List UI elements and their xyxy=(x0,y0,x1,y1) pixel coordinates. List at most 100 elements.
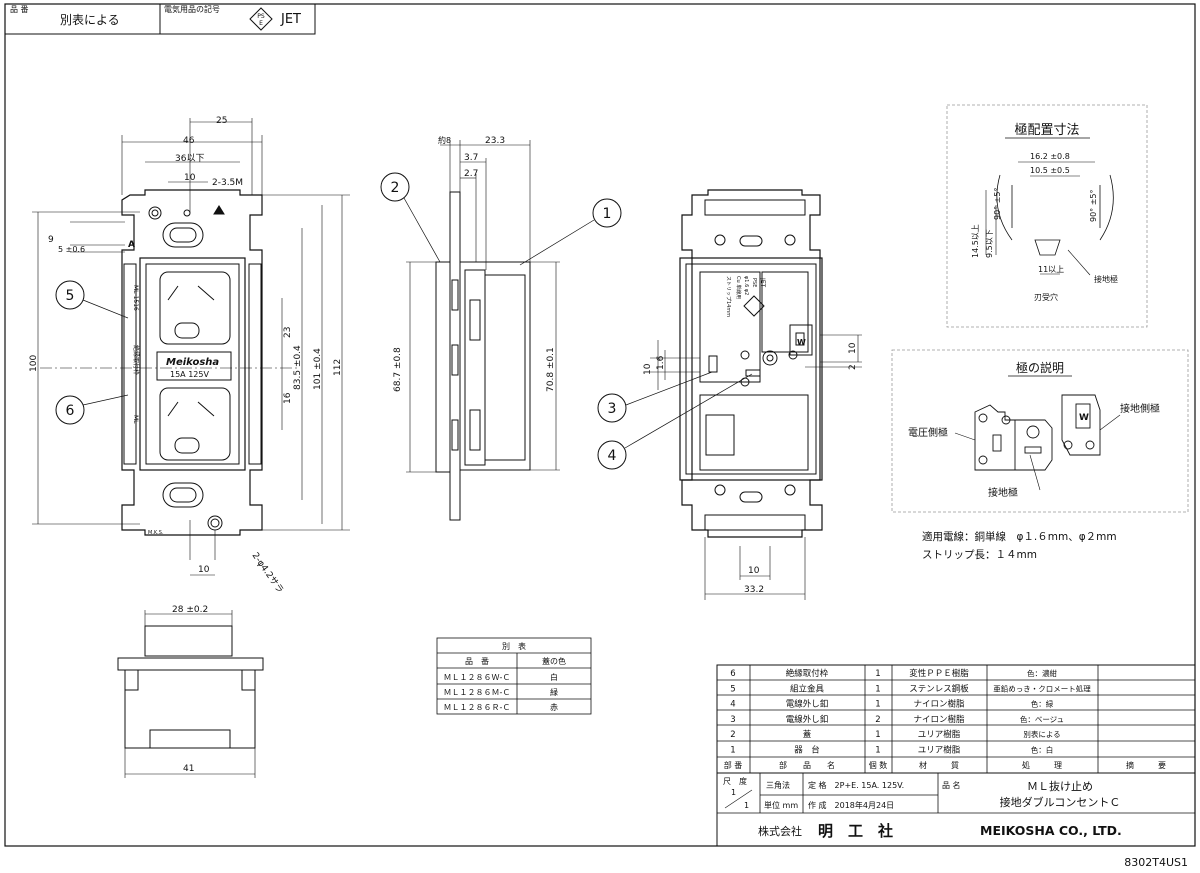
svg-text:2: 2 xyxy=(391,180,400,196)
callout-6: 6 xyxy=(55,394,129,425)
drawing-number: 8302T4US1 xyxy=(1124,856,1188,869)
parts-row-2-no: 5 xyxy=(730,684,735,694)
parts-row-1-name: 絶縁取付枠 xyxy=(786,668,829,679)
scale-label: 尺 度 xyxy=(723,776,747,786)
parts-row-3-name: 電線外し釦 xyxy=(786,699,829,710)
variant-title: 別 表 xyxy=(502,641,526,651)
bottom-mark: M.K.S. xyxy=(148,530,164,536)
dim-23-3: 23.3 xyxy=(485,136,505,146)
dim-10-top: 10 xyxy=(184,173,196,183)
parts-row-5-no: 2 xyxy=(730,730,735,740)
side-text-1: ML-1516 xyxy=(132,285,139,311)
sheet-border xyxy=(4,3,1196,847)
brand-logo: Meikosha xyxy=(166,357,219,368)
pole-desc-title: 極の説明 xyxy=(1016,360,1064,375)
pole-angle-1: 90° ±5° xyxy=(993,187,1002,220)
dim-10-right: 10 xyxy=(848,342,858,354)
dim-112: 112 xyxy=(333,359,343,376)
svg-text:6: 6 xyxy=(66,403,75,419)
parts-row-6-name: 器 台 xyxy=(794,745,820,756)
parts-row-3-material: ナイロン樹脂 xyxy=(913,699,965,710)
parts-row-1-no: 6 xyxy=(730,669,735,679)
variant-table xyxy=(436,637,592,715)
svg-text:3: 3 xyxy=(608,401,617,417)
pole-socket-label: 刃受穴 xyxy=(1034,292,1058,302)
parts-row-5-material: ユリア樹脂 xyxy=(918,729,961,740)
strip-spec: ストリップ長：１４mm xyxy=(922,549,1037,561)
svg-text:1: 1 xyxy=(603,206,612,222)
dim-10-left: 10 xyxy=(643,363,653,375)
dim-16: 16 xyxy=(283,392,293,404)
pole-spacing-box xyxy=(946,104,1148,328)
parts-header-qty: 個 数 xyxy=(869,760,888,770)
dim-approx-8: 約8 xyxy=(438,135,451,145)
dim-70-8: 70.8 ±0.1 xyxy=(546,347,556,392)
dim-10-back: 10 xyxy=(748,566,760,576)
back-view-labels: 1.6 10 10 2 10 33.2 ストリップ14mm Cu 単線用 φ1.… xyxy=(643,276,858,595)
dim-25: 25 xyxy=(216,116,227,126)
variant-row-3-hinban: ＭＬ１２８６Ｒ-Ｃ xyxy=(444,703,511,712)
hinban-value: 別表による xyxy=(60,13,120,27)
dim-3-7: 3.7 xyxy=(464,153,478,163)
unit: 単位 mm xyxy=(764,800,798,810)
wire-spec: 適用電線：銅単線 φ１.６mm、φ２mm xyxy=(922,530,1117,543)
pole-spacing-text: 極配置寸法 16.2 ±0.8 10.5 ±0.5 14.5以上 9.5以下 1… xyxy=(971,122,1118,302)
parts-row-4-qty: 2 xyxy=(875,715,880,725)
svg-text:PS: PS xyxy=(257,13,265,20)
dim-46: 46 xyxy=(183,136,195,146)
parts-row-2-qty: 1 xyxy=(875,684,880,694)
parts-row-4-process: 色：ベージュ xyxy=(1020,714,1064,724)
pole-spacing-title: 極配置寸法 xyxy=(1014,122,1079,138)
parts-row-3-no: 4 xyxy=(730,700,735,710)
back-view xyxy=(650,189,862,600)
scale-top: 1 xyxy=(731,788,736,797)
company-prefix: 株式会社 xyxy=(758,824,802,838)
hinban-label: 品 番 xyxy=(10,4,29,14)
voltage-side-label: 電圧側極 xyxy=(908,426,948,439)
parts-row-1-qty: 1 xyxy=(875,669,880,679)
parts-row-4-no: 3 xyxy=(730,715,735,725)
parts-row-6-material: ユリア樹脂 xyxy=(918,745,961,756)
variant-table-text: 別 表 品 番 蓋の色 ＭＬ１２８６Ｗ-Ｃ 白 ＭＬ１２８６Ｍ-Ｃ 緑 ＭＬ１２… xyxy=(444,641,566,712)
parts-row-5-process: 別表による xyxy=(1023,729,1060,739)
variant-row-2-color: 緑 xyxy=(550,687,558,697)
callout-1: 1 xyxy=(519,198,622,266)
parts-header-no: 部 番 xyxy=(724,760,743,770)
mark-a: A xyxy=(128,240,135,250)
dim-68-7: 68.7 ±0.8 xyxy=(393,347,403,392)
dim-2-7: 2.7 xyxy=(464,169,478,179)
scale-bottom: 1 xyxy=(744,801,749,810)
pole-desc-text: 極の説明 電圧側極 接地側極 接地極 W 適用電線：銅単線 φ１.６mm、φ２m… xyxy=(908,360,1160,561)
company-en: MEIKOSHA CO., LTD. xyxy=(980,823,1122,838)
title-block-grid xyxy=(716,772,1196,847)
dim-100: 100 xyxy=(29,355,39,372)
dim-33-2: 33.2 xyxy=(744,585,764,595)
mark-label: 電気用品の記号 xyxy=(164,4,220,14)
pole-w: W xyxy=(1079,413,1089,423)
pole-dim-10-5: 10.5 ±0.5 xyxy=(1030,166,1070,175)
parts-row-2-process: 亜鉛めっき・クロメート処理 xyxy=(993,683,1091,693)
dim-41: 41 xyxy=(183,764,194,774)
parts-row-6-process: 色：白 xyxy=(1031,745,1054,755)
rating: 定 格 2P+E. 15A. 125V. xyxy=(808,780,904,790)
parts-header-remarks: 摘 要 xyxy=(1126,760,1166,770)
pole-desc-box xyxy=(891,349,1189,513)
rating-label: 15A 125V xyxy=(170,370,209,379)
pse-mark: PS E xyxy=(249,7,273,31)
svg-text:5: 5 xyxy=(66,288,75,304)
projection: 三角法 xyxy=(766,780,790,790)
label-pse: PSE xyxy=(751,278,757,287)
dim-83-5: 83.5 ±0.4 xyxy=(293,345,303,390)
parts-row-6-no: 1 xyxy=(730,746,735,756)
dim-5: 5 ±0.6 xyxy=(58,245,85,254)
parts-table-header: 部 番 部 品 名 個 数 材 質 処 理 摘 要 xyxy=(724,760,1166,770)
callout-2: 2 xyxy=(380,172,441,263)
pole-dim-14-5: 14.5以上 xyxy=(971,224,980,258)
callout-5: 5 xyxy=(55,280,129,319)
parts-row-1-material: 変性ＰＰＥ樹脂 xyxy=(909,668,969,679)
dim-holes: 2-φ4.2サラ xyxy=(250,550,286,595)
variant-row-1-hinban: ＭＬ１２８６Ｗ-Ｃ xyxy=(444,673,511,682)
parts-header-material: 材 質 xyxy=(919,760,959,770)
